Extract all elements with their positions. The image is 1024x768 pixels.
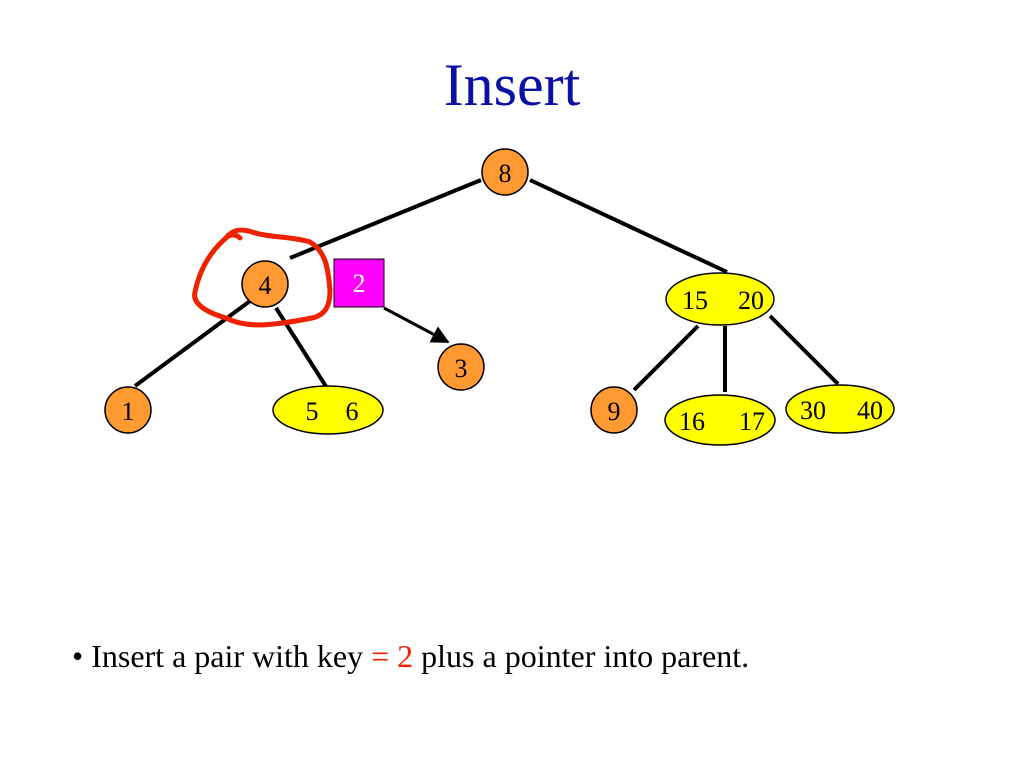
inserted-key-box: 2 bbox=[333, 258, 385, 308]
node-key: 6 bbox=[346, 397, 359, 426]
node-key: 15 bbox=[682, 286, 708, 315]
node-key: 17 bbox=[739, 407, 765, 436]
node-key: 3 bbox=[455, 354, 468, 383]
inserted-key: 2 bbox=[353, 269, 366, 298]
bullet-point: • Insert a pair with key = 2 plus a poin… bbox=[72, 634, 749, 678]
node-key: 20 bbox=[738, 286, 764, 315]
node-key: 30 bbox=[800, 396, 826, 425]
tree-node-right-child-2: 16 17 bbox=[664, 394, 776, 446]
tree-node-right-child-3: 30 40 bbox=[785, 384, 895, 434]
node-key: 5 bbox=[306, 397, 319, 426]
node-key: 8 bbox=[499, 159, 512, 188]
node-key: 40 bbox=[857, 396, 883, 425]
node-key: 4 bbox=[259, 271, 272, 300]
edge-right-child3 bbox=[768, 314, 840, 386]
bullet-equals: = bbox=[371, 638, 390, 674]
bullet-marker: • bbox=[72, 638, 84, 674]
edge-left-child1 bbox=[133, 299, 252, 388]
bullet-text-after: plus a pointer into parent. bbox=[421, 638, 750, 674]
node-key: 1 bbox=[122, 397, 135, 426]
tree-node-root: 8 bbox=[481, 148, 529, 196]
bullet-key: 2 bbox=[397, 638, 414, 674]
edge-root-left bbox=[289, 178, 482, 260]
tree-node-inserted-subtree: 3 bbox=[437, 343, 485, 391]
tree-node-right-child-1: 9 bbox=[590, 386, 638, 434]
node-key: 16 bbox=[679, 407, 705, 436]
node-key: 9 bbox=[608, 397, 621, 426]
pointer-arrow bbox=[383, 306, 450, 344]
edge-root-right bbox=[529, 178, 728, 274]
tree-node-left: 4 bbox=[241, 260, 289, 308]
annotation-circle bbox=[192, 227, 333, 328]
bullet-text-before: Insert a pair with key bbox=[91, 638, 364, 674]
tree-node-left-child-2: 5 6 bbox=[272, 385, 384, 435]
tree-node-right: 15 20 bbox=[665, 272, 775, 326]
slide-title: Insert bbox=[443, 52, 581, 118]
edge-right-child1 bbox=[632, 324, 700, 392]
tree-node-left-child-1: 1 bbox=[104, 386, 152, 434]
